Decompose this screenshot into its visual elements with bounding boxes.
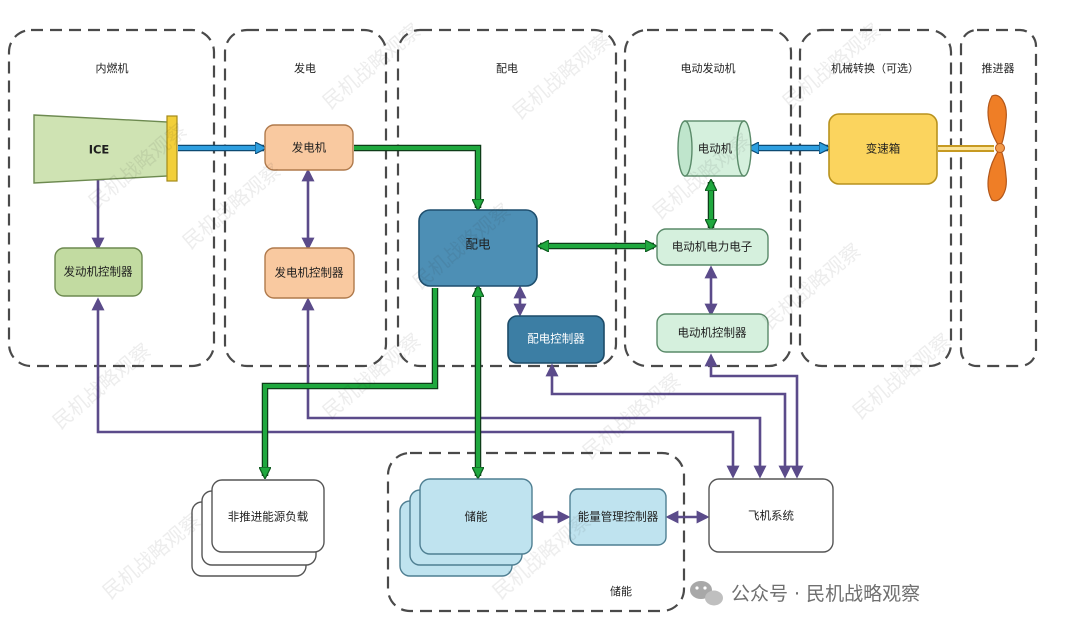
watermark-text: 民机战略观察: [578, 368, 685, 464]
ice-label: ICE: [89, 143, 110, 157]
electrical-link-generator-distribution: [354, 144, 478, 208]
watermark-text: 民机战略观察: [508, 28, 615, 124]
group-titles: 内燃机 发电 配电 电动发动机 机械转换（可选） 推进器 储能: [96, 61, 1015, 598]
generator-controller-label: 发电机控制器: [275, 266, 344, 280]
group-title-mechanical: 机械转换（可选）: [831, 61, 919, 75]
distribution-node: 配电: [418, 209, 538, 287]
energy-management-controller-label: 能量管理控制器: [578, 510, 659, 524]
motor-power-electronics-label: 电动机电力电子: [672, 240, 753, 254]
ice-node: ICE: [33, 114, 178, 184]
watermark-credit: 公众号 · 民机战略观察: [690, 581, 920, 606]
distribution-controller-label: 配电控制器: [527, 332, 585, 346]
watermark-text: 民机战略观察: [48, 338, 155, 434]
gearbox-node: 变速箱: [828, 113, 938, 185]
group-title-motor: 电动发动机: [681, 61, 736, 75]
motor-node: 电动机: [677, 120, 752, 177]
watermark-text: 民机战略观察: [318, 328, 425, 424]
watermark-text: 民机战略观察: [758, 238, 865, 334]
group-title-storage: 储能: [610, 584, 632, 598]
engine-controller-label: 发动机控制器: [64, 265, 133, 279]
energy-management-controller-node: 能量管理控制器: [569, 488, 667, 546]
propeller-icon: [987, 94, 1007, 202]
motor-controller-node: 电动机控制器: [656, 313, 769, 353]
generator-controller-node: 发电机控制器: [264, 247, 355, 299]
group-title-ice: 内燃机: [96, 61, 129, 75]
generator-label: 发电机: [292, 141, 327, 155]
watermark-text: 民机战略观察: [178, 158, 285, 254]
motor-power-electronics-node: 电动机电力电子: [656, 228, 769, 266]
motor-controller-label: 电动机控制器: [678, 326, 747, 340]
storage-node: 储能: [399, 478, 533, 577]
chat-icon: [690, 581, 723, 606]
engine-controller-node: 发动机控制器: [54, 247, 143, 297]
control-link-motor-controller-aircraft-system: [704, 353, 804, 479]
electrical-links: [265, 144, 711, 476]
watermark-text: 民机战略观察: [848, 328, 955, 424]
watermark-text: 民机战略观察: [318, 18, 425, 114]
mechanical-link-gearbox-propeller: [938, 145, 994, 152]
distribution-label: 配电: [465, 237, 491, 252]
group-title-generation: 发电: [294, 61, 316, 75]
watermark-credit-label: 公众号 · 民机战略观察: [731, 583, 920, 605]
non-propulsive-loads-label: 非推进能源负载: [228, 510, 309, 524]
storage-label: 储能: [465, 510, 488, 524]
generator-node: 发电机: [264, 124, 354, 171]
non-propulsive-loads-node: 非推进能源负载: [191, 479, 325, 577]
nodes: ICE 发动机控制器 发电机 发电机控制器 配电 配电控制器: [33, 94, 1007, 577]
group-box-distribution: [396, 28, 618, 368]
control-links: [91, 167, 804, 524]
aircraft-system-label: 飞机系统: [748, 509, 794, 523]
mechanical-links: [178, 146, 994, 151]
gearbox-label: 变速箱: [866, 142, 901, 156]
group-box-ice: [7, 28, 216, 368]
group-title-distribution: 配电: [496, 62, 518, 75]
motor-label: 电动机: [698, 142, 733, 156]
group-box-propulsor: [959, 28, 1038, 368]
group-title-propulsor: 推进器: [982, 61, 1015, 75]
electrical-link-distribution-non-propulsive-loads: [265, 288, 439, 476]
group-box-mechanical: [798, 28, 953, 368]
aircraft-system-node: 飞机系统: [708, 478, 834, 553]
distribution-controller-node: 配电控制器: [507, 315, 605, 364]
watermark-text: 民机战略观察: [98, 508, 205, 604]
